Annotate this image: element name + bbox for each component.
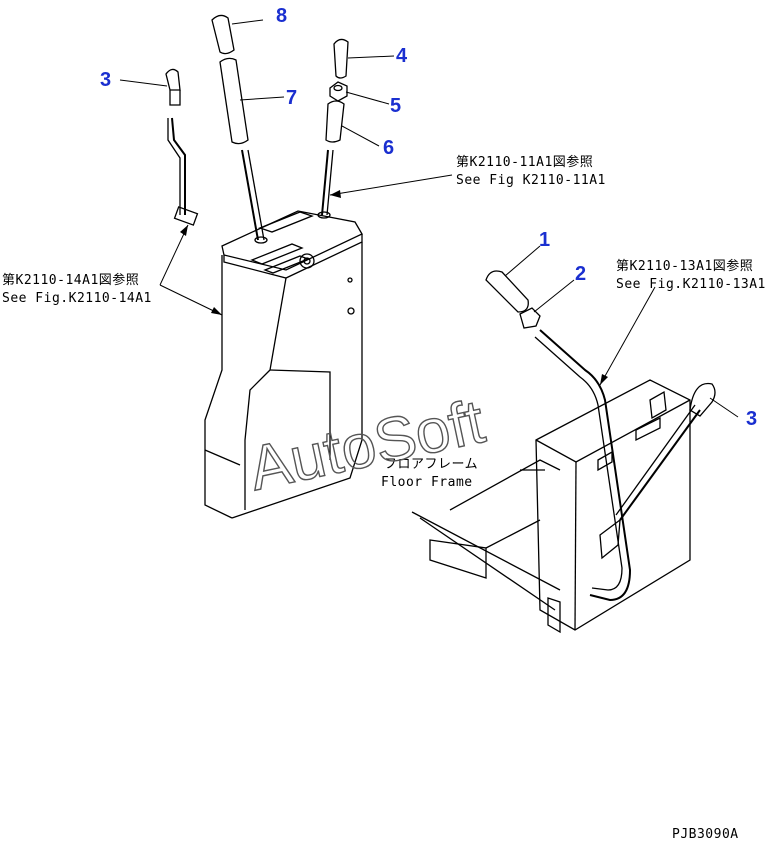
- callout-3-right: 3: [746, 408, 757, 430]
- leader-lines: [119, 19, 739, 418]
- ref-13a1-en: See Fig.K2110-13A1: [616, 277, 766, 292]
- floor-frame: [411, 379, 691, 634]
- callout-8: 8: [276, 5, 287, 27]
- callout-5: 5: [390, 95, 401, 117]
- callout-7: 7: [286, 87, 297, 109]
- callout-6: 6: [383, 137, 394, 159]
- knob-8: [211, 14, 235, 55]
- drawing-code: PJB3090A: [672, 827, 739, 842]
- ref-11a1-jp: 第K2110-11A1図参照: [456, 154, 593, 170]
- ref-11a1-en: See Fig K2110-11A1: [456, 173, 606, 188]
- ref-14a1-en: See Fig.K2110-14A1: [2, 291, 152, 306]
- nut-5: [329, 81, 348, 102]
- bent-lever-1: [534, 329, 632, 602]
- callout-2: 2: [575, 263, 586, 285]
- callouts: 8 7 3 4 5 6 1 2 3: [100, 5, 757, 430]
- knob-3-right: [689, 382, 716, 417]
- ref-14a1-jp: 第K2110-14A1図参照: [2, 272, 139, 288]
- callout-4: 4: [396, 45, 408, 67]
- nut-2: [519, 307, 541, 329]
- lever-rod-left: [167, 117, 199, 226]
- callout-3-left: 3: [100, 69, 111, 91]
- ref-13a1-jp: 第K2110-13A1図参照: [616, 258, 753, 274]
- knob-1: [485, 270, 529, 313]
- lever-rod-3-right: [599, 404, 701, 560]
- lever-rod-6: [317, 149, 334, 219]
- knob-4: [333, 38, 349, 79]
- references: 第K2110-11A1図参照 See Fig K2110-11A1 第K2110…: [2, 154, 766, 490]
- floor-frame-en: Floor Frame: [381, 475, 473, 490]
- knob-3-left: [165, 68, 181, 106]
- boot-7: [219, 57, 249, 145]
- lever-rod-7: [241, 149, 268, 244]
- callout-1: 1: [539, 229, 550, 251]
- console-housing: [204, 210, 363, 519]
- boot-6: [325, 100, 345, 143]
- floor-frame-jp: フロアフレーム: [384, 457, 478, 472]
